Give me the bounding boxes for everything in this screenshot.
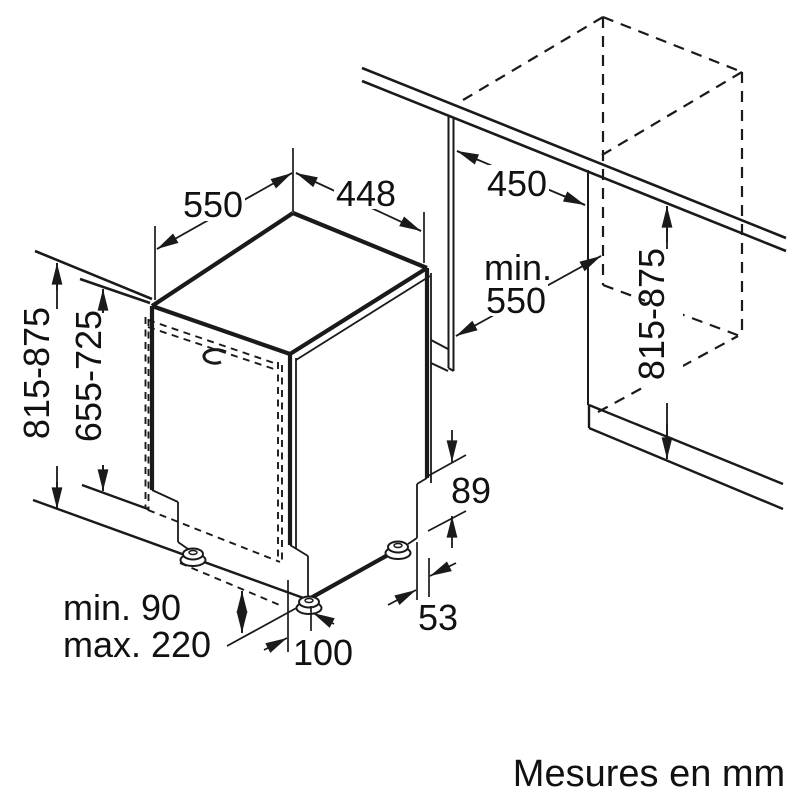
door-top-edge-a xyxy=(147,319,278,365)
plinth-step-right-foot xyxy=(407,537,418,545)
label-niche-width: 450 xyxy=(487,163,547,204)
worktop-right-top-edge xyxy=(361,66,787,240)
label-niche-depth-min: min. xyxy=(484,247,552,288)
plinth-band-right-bottom xyxy=(588,426,784,511)
arrow-niche-depth-front xyxy=(455,320,478,337)
feet xyxy=(179,540,412,615)
worktop-left-bottom-edge xyxy=(79,277,151,305)
ext-89-top xyxy=(427,454,467,477)
niche-bottom-front-edge xyxy=(602,283,741,338)
niche-top-right-edge xyxy=(602,15,743,74)
wall-bottom-notch-bottom xyxy=(430,362,449,372)
plinth-step-left-foot xyxy=(177,541,189,550)
worktop-right-bottom-edge xyxy=(361,79,787,253)
dimension-arrows xyxy=(51,150,673,653)
foot-right xyxy=(384,540,412,560)
door-dashed-outline xyxy=(144,317,283,607)
label-appliance-height: 815-875 xyxy=(16,307,57,439)
arrow-top-depth-right xyxy=(270,172,293,189)
ext-89-bottom xyxy=(427,510,467,532)
top-rear-left-edge xyxy=(150,211,295,308)
label-door-panel-height: 655-725 xyxy=(68,310,109,442)
top-face-inner-edge xyxy=(295,275,431,361)
niche-side-wall xyxy=(430,116,589,405)
foot-left xyxy=(179,547,207,567)
floor-lines xyxy=(32,403,784,602)
label-backgrounds xyxy=(30,165,683,669)
worktop-left-top-edge xyxy=(34,249,153,301)
dimension-labels: 550 448 450 min. 550 815-875 655-725 815… xyxy=(16,163,672,673)
label-plinth-adjust-min: min. 90 xyxy=(63,587,181,628)
door-top-edge-b xyxy=(147,326,278,371)
label-niche-depth-value: 550 xyxy=(486,280,546,321)
plinth-step-front-top xyxy=(289,544,309,557)
door-max-extension-edge xyxy=(179,562,283,607)
plinth-band-right-top xyxy=(588,403,784,486)
dimension-lines xyxy=(56,150,668,633)
door-bottom-edge xyxy=(147,509,281,563)
niche-top-front-edge xyxy=(601,71,743,156)
label-foot-inset: 100 xyxy=(293,632,353,673)
arrow-niche-depth-rear xyxy=(579,255,602,272)
foot-front xyxy=(295,595,323,615)
niche-top-left-edge xyxy=(462,16,604,101)
top-front-right-edge xyxy=(288,266,429,356)
arrow-100-right xyxy=(312,612,335,628)
dishwasher-body xyxy=(149,211,432,647)
label-top-width: 448 xyxy=(336,173,396,214)
door-handle xyxy=(202,348,227,365)
wall-bottom-notch-top xyxy=(430,339,449,350)
arrow-niche-width-left xyxy=(456,150,480,165)
arrow-53-right xyxy=(429,561,457,577)
floor-line-left xyxy=(32,498,310,602)
label-plinth-adjust-max: max. 220 xyxy=(63,624,211,665)
wall-bottom-cap xyxy=(447,367,455,372)
arrow-niche-width-right xyxy=(562,191,586,206)
top-rear-right-edge xyxy=(292,211,428,270)
label-top-depth: 550 xyxy=(183,184,243,225)
worktop xyxy=(34,66,787,305)
label-plinth-cover-height: 89 xyxy=(451,470,491,511)
extension-lines xyxy=(154,148,467,652)
unit-note: Mesures en mm xyxy=(513,753,785,795)
arrow-100-left xyxy=(263,637,288,653)
plinth-step-left-top xyxy=(151,489,179,503)
top-front-left-edge xyxy=(151,304,291,356)
arrow-top-depth-left xyxy=(156,233,179,250)
arrow-53-left xyxy=(387,589,417,606)
door-bottom-extension-left xyxy=(81,483,149,511)
plinth-step-right-top xyxy=(416,477,428,485)
niche-dashed-box xyxy=(462,15,744,413)
label-side-gap: 53 xyxy=(418,597,458,638)
arrow-top-width-left xyxy=(295,172,318,188)
label-niche-height: 815-875 xyxy=(631,248,672,380)
arrow-top-width-right xyxy=(399,216,422,232)
